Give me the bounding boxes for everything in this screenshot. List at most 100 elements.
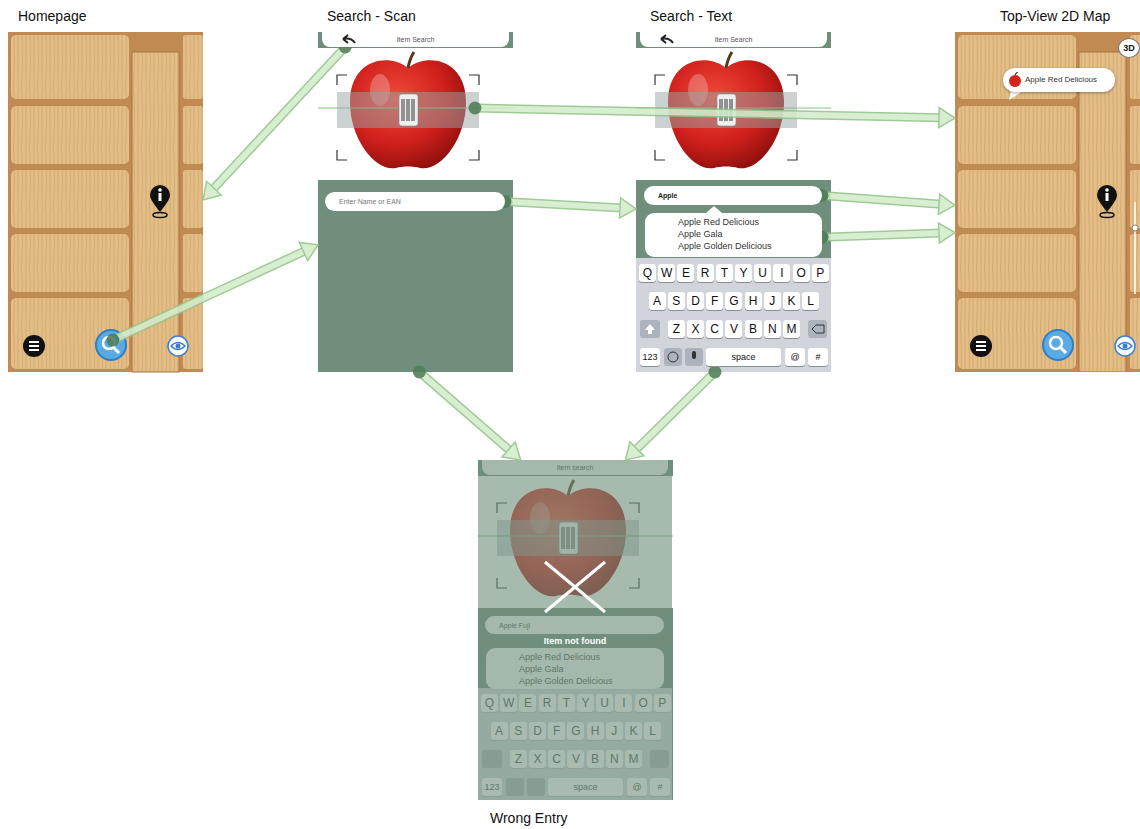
keyboard-key: P: [812, 264, 829, 282]
keyboard-key: W: [658, 264, 675, 282]
globe-icon: [668, 352, 678, 362]
node-text: Item search: [557, 463, 594, 472]
shelf-map: [8, 32, 203, 372]
keyboard-key: Q: [639, 264, 656, 282]
start-dot: [106, 334, 119, 347]
illustration-part: [955, 32, 1140, 372]
screen-frame: Wrong EntryItem searchApple FujiApple Re…: [478, 460, 672, 800]
arrow-outline: [419, 372, 510, 451]
node-text: Apple Gala: [519, 663, 656, 675]
keyboard-key: space: [548, 778, 623, 796]
keyboard-key: H: [745, 292, 762, 310]
keyboard-key: J: [606, 722, 623, 740]
keyboard-key: Z: [668, 320, 685, 338]
node-text: 3D: [1123, 43, 1135, 53]
back-arrow: [661, 35, 673, 43]
keyboard-key: T: [716, 264, 733, 282]
keyboard-key: B: [587, 750, 604, 768]
screen-title: Homepage: [18, 8, 87, 24]
mic-key: [685, 348, 703, 366]
keyboard-key: D: [529, 722, 546, 740]
view-toggle: 3D: [1118, 38, 1140, 58]
text-search-screen: [636, 32, 831, 372]
keyboard-key: M: [783, 320, 800, 338]
node-text: Apple Red Delicious: [519, 651, 656, 663]
screen-frame: Homepage: [8, 32, 203, 372]
node-text: Item Search: [715, 35, 753, 44]
header-bar: Item Search: [640, 32, 827, 47]
error-cross: [545, 562, 605, 612]
keyboard-key: @: [785, 348, 805, 366]
keyboard-key: K: [625, 722, 642, 740]
keyboard-key: S: [510, 722, 527, 740]
keyboard-key: M: [625, 750, 642, 768]
back-icon: [341, 34, 357, 45]
screen-title: Search - Text: [650, 8, 732, 24]
keyboard-key: A: [491, 722, 508, 740]
apple-stem: [1015, 72, 1018, 75]
arrow-outline: [822, 233, 941, 237]
arrow-shaft: [822, 233, 941, 237]
keyboard-key: Q: [481, 694, 498, 712]
arrow-outline: [822, 196, 941, 205]
node-text: Apple Red Delicious: [678, 216, 814, 228]
arrowhead: [502, 442, 521, 460]
screen-frame: Top-View 2D MapApple Red Delicious3D: [955, 32, 1140, 372]
suggestion-list: Apple Red DeliciousApple GalaApple Golde…: [486, 648, 664, 689]
arrow-shaft: [635, 372, 715, 450]
keyboard-key: X: [529, 750, 546, 768]
keyboard-key: E: [519, 694, 536, 712]
flow-arrow: [203, 41, 352, 200]
keyboard-key: X: [687, 320, 704, 338]
zoom-knob: [1132, 225, 1138, 231]
back-icon: [659, 34, 675, 45]
screen-frame: Search - ScanItem SearchEnter Name or EA…: [318, 32, 513, 372]
keyboard-key: N: [606, 750, 623, 768]
arrowhead: [625, 442, 643, 460]
keyboard-key: V: [567, 750, 584, 768]
back-arrow: [343, 35, 355, 43]
keyboard-key: V: [725, 320, 742, 338]
map-bubble: Apple Red Delicious: [1003, 68, 1115, 92]
flow-arrow: [816, 223, 956, 244]
keyboard-key: B: [745, 320, 762, 338]
node-text: Apple Gala: [678, 228, 814, 240]
keyboard-key: #: [650, 778, 670, 796]
keyboard-key: A: [649, 292, 666, 310]
globe-key: [664, 348, 682, 366]
shelf-map: [955, 32, 1140, 372]
flow-arrow: [468, 101, 955, 127]
arrow-shaft: [213, 47, 346, 190]
apple-body: [1009, 75, 1021, 87]
node-text: Enter Name or EAN: [339, 197, 401, 206]
keyboard-key: P: [654, 694, 671, 712]
dropdown-pointer: [706, 206, 722, 213]
keyboard-key: G: [725, 292, 742, 310]
screen-title: Search - Scan: [327, 8, 416, 24]
keyboard-key: S: [668, 292, 685, 310]
keyboard-key: O: [793, 264, 810, 282]
node-text: Apple Fuji: [499, 621, 530, 630]
arrowhead: [938, 194, 955, 214]
arrowhead: [619, 198, 636, 218]
scan-view: [636, 32, 831, 372]
keyboard-key: #: [808, 348, 828, 366]
homepage-screen: [8, 32, 203, 372]
arrow-outline: [635, 372, 715, 450]
arrow-outline: [113, 251, 305, 340]
screen-title: Wrong Entry: [490, 810, 568, 826]
dim-overlay: [478, 460, 672, 800]
flow-arrow: [413, 366, 521, 461]
node-text: Apple: [658, 191, 677, 200]
node-text: Item Search: [397, 35, 435, 44]
scan-screen: [318, 32, 513, 372]
keyboard-key: R: [539, 694, 556, 712]
screen-title: Top-View 2D Map: [1000, 8, 1110, 24]
keyboard-key: space: [706, 348, 781, 366]
keyboard-key: Y: [735, 264, 752, 282]
shift-key: [640, 320, 660, 338]
arrow-shaft: [113, 251, 305, 340]
start-dot: [708, 366, 721, 379]
arrowhead: [203, 181, 221, 200]
